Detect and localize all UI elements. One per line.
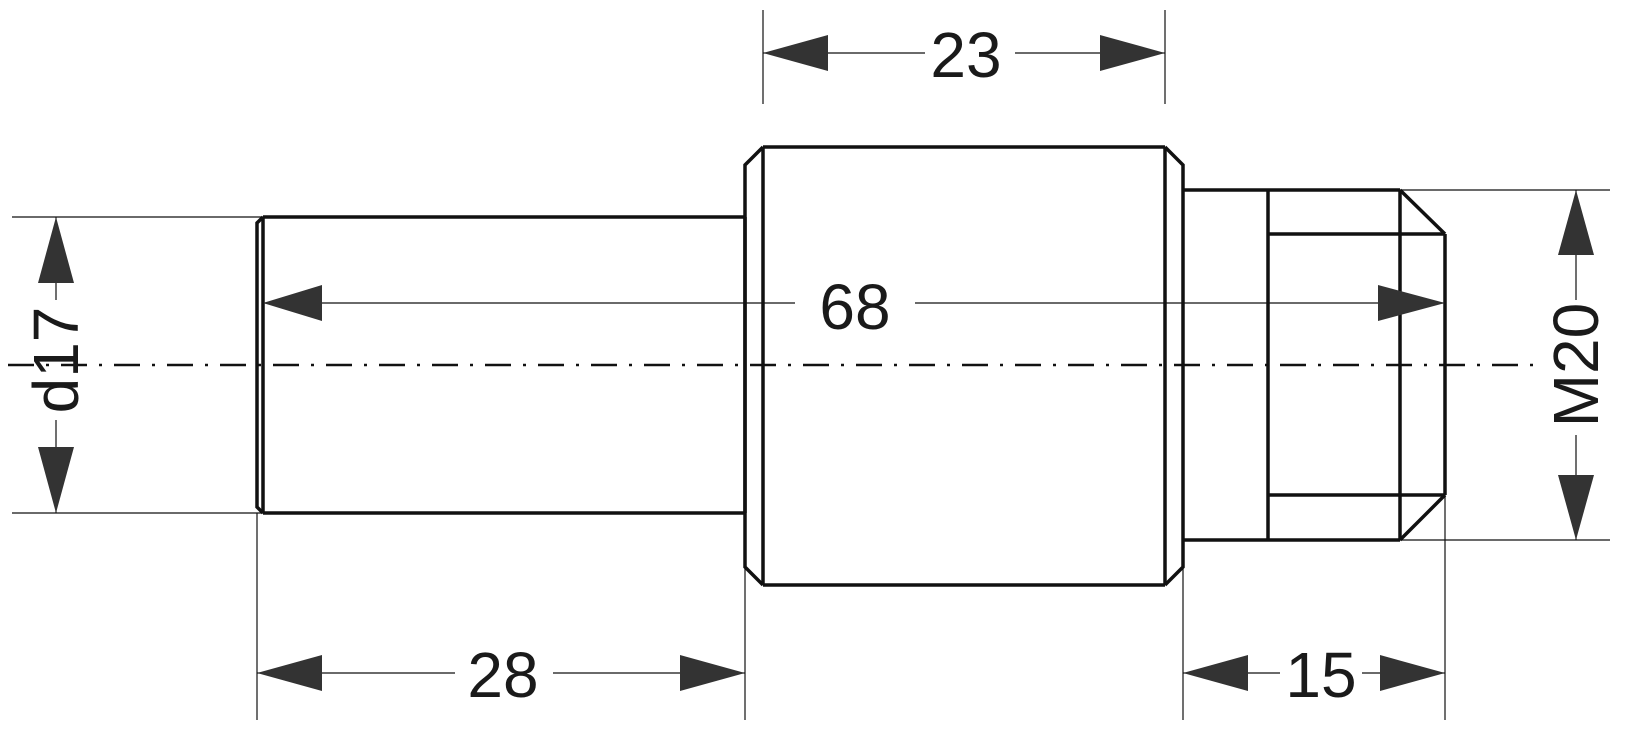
- dimension-left-diameter: d17: [20, 217, 92, 513]
- dim-left-diameter-label: d17: [20, 307, 92, 414]
- part-outline: [255, 145, 1447, 587]
- arrow-right: [680, 655, 745, 691]
- arrow-right: [1378, 285, 1445, 321]
- dim-overall-length-label: 68: [819, 271, 890, 343]
- arrow-down: [1558, 475, 1594, 540]
- extension-lines: [12, 10, 1610, 720]
- arrow-left: [263, 285, 322, 321]
- dimension-top-width: 23: [763, 19, 1165, 91]
- middle-collar: [743, 145, 1185, 587]
- dim-thread-size-label: M20: [1540, 303, 1612, 428]
- arrow-down: [38, 447, 74, 513]
- arrow-right: [1100, 35, 1165, 71]
- dim-left-length-label: 28: [467, 639, 538, 711]
- dimension-thread-length: 15: [1183, 639, 1445, 711]
- arrow-left: [763, 35, 828, 71]
- arrow-right: [1380, 655, 1445, 691]
- arrow-up: [1558, 190, 1594, 255]
- dimension-overall-length: 68: [263, 271, 1445, 343]
- dimension-left-length: 28: [257, 639, 745, 711]
- arrow-up: [38, 217, 74, 283]
- arrow-left: [1183, 655, 1248, 691]
- dim-top-width-label: 23: [930, 19, 1001, 91]
- dimension-thread-size: M20: [1540, 190, 1612, 540]
- dim-thread-length-label: 15: [1285, 639, 1356, 711]
- arrow-left: [257, 655, 322, 691]
- threaded-end: [1183, 188, 1447, 542]
